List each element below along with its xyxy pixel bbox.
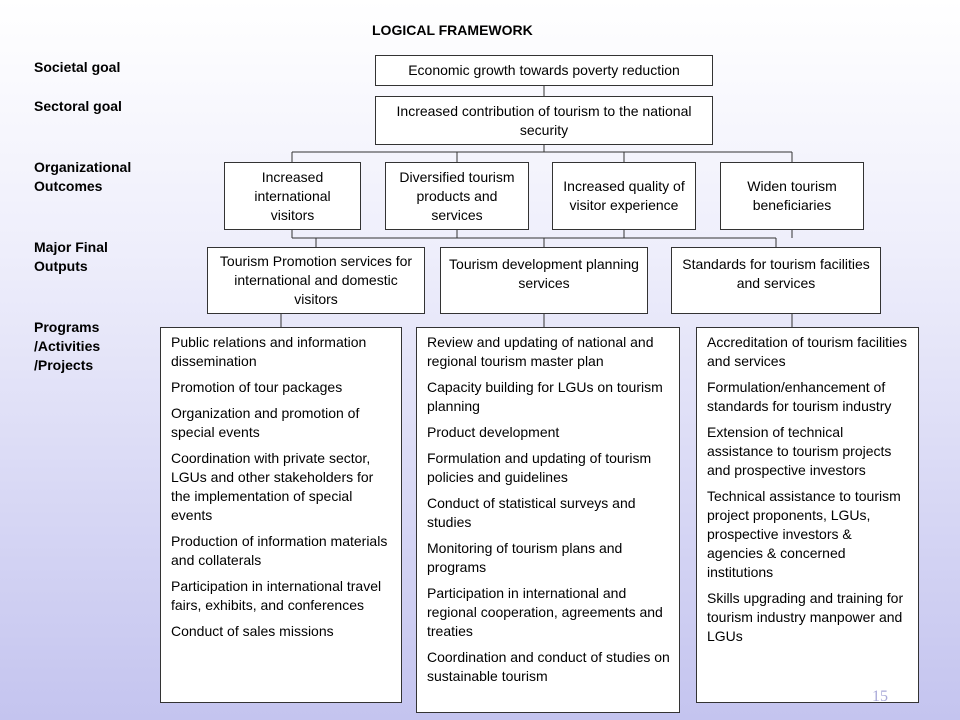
list-item: Production of information materials and … xyxy=(171,533,388,568)
list-item: Extension of technical assistance to tou… xyxy=(707,424,892,478)
level-label-societal: Societal goal xyxy=(34,59,121,75)
list-item: Formulation/enhancement of standards for… xyxy=(707,379,892,414)
list-item: Product development xyxy=(427,424,560,440)
societal-goal-box: Economic growth towards poverty reductio… xyxy=(375,55,713,86)
list-item: Participation in international travel fa… xyxy=(171,578,382,613)
level-label-line: Organizational xyxy=(34,159,132,175)
program-list: Public relations and information dissemi… xyxy=(160,327,402,703)
list-item: Accreditation of tourism facilities and … xyxy=(707,334,907,369)
level-label-sectoral: Sectoral goal xyxy=(34,98,122,114)
outcome-box: Widen tourism beneficiaries xyxy=(720,162,864,230)
list-item: Formulation and updating of tourism poli… xyxy=(427,450,652,485)
list-item: Participation in international and regio… xyxy=(427,585,663,639)
list-item: Review and updating of national and regi… xyxy=(427,334,654,369)
list-item: Technical assistance to tourism project … xyxy=(707,488,901,580)
level-label-line: Outcomes xyxy=(34,178,103,194)
list-item: Capacity building for LGUs on tourism pl… xyxy=(427,379,663,414)
output-box: Tourism Promotion services for internati… xyxy=(207,247,425,314)
slide-number: 15 xyxy=(872,688,888,705)
level-label-line: /Activities xyxy=(34,338,101,354)
level-label-outputs: Major Final Outputs xyxy=(34,238,108,276)
list-item: Coordination and conduct of studies on s… xyxy=(427,649,670,684)
list-item: Organization and promotion of special ev… xyxy=(171,405,360,440)
level-label-line: Major Final xyxy=(34,239,108,255)
outcome-box: Diversified tourism products and service… xyxy=(385,162,529,230)
level-label-line: Programs xyxy=(34,319,100,335)
level-label-line: Outputs xyxy=(34,258,88,274)
output-box: Standards for tourism facilities and ser… xyxy=(671,247,881,314)
page-title: LOGICAL FRAMEWORK xyxy=(372,22,533,38)
list-item: Conduct of statistical surveys and studi… xyxy=(427,495,636,530)
list-item: Public relations and information dissemi… xyxy=(171,334,367,369)
outcome-box: Increased quality of visitor experience xyxy=(552,162,696,230)
level-label-line: /Projects xyxy=(34,357,94,373)
list-item: Promotion of tour packages xyxy=(171,379,343,395)
sectoral-goal-box: Increased contribution of tourism to the… xyxy=(375,96,713,145)
program-list: Accreditation of tourism facilities and … xyxy=(696,327,919,703)
output-box: Tourism development planning services xyxy=(440,247,648,314)
list-item: Conduct of sales missions xyxy=(171,623,334,639)
list-item: Skills upgrading and training for touris… xyxy=(707,590,904,644)
program-list: Review and updating of national and regi… xyxy=(416,327,680,713)
list-item: Coordination with private sector, LGUs a… xyxy=(171,450,374,523)
level-label-programs: Programs /Activities /Projects xyxy=(34,318,100,375)
outcome-box: Increased international visitors xyxy=(224,162,361,230)
level-label-outcomes: Organizational Outcomes xyxy=(34,158,131,196)
list-item: Monitoring of tourism plans and programs xyxy=(427,540,623,575)
